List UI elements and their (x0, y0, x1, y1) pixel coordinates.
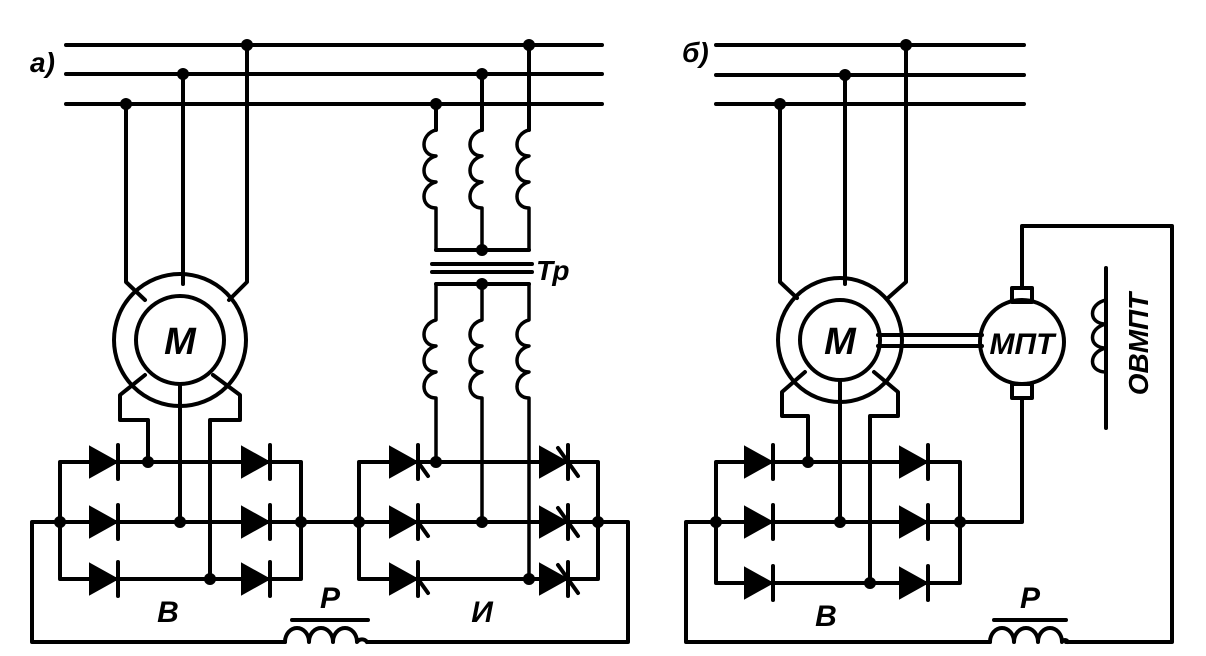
diagram-a: а) М (30, 39, 630, 644)
inverter-label-a: И (471, 596, 494, 629)
rotor-leads-a (118, 373, 242, 581)
reactor-label-b: Р (1020, 582, 1041, 615)
dc-machine-label-b: МПТ (990, 328, 1058, 361)
rectifier-bridge-b: В (710, 443, 966, 633)
supply-lines-a (64, 43, 604, 106)
supply-lines-b (714, 43, 1026, 106)
shaft-b (876, 333, 984, 348)
panel-label-a: а) (30, 47, 55, 78)
dc-link-a (299, 516, 365, 528)
rotor-leads-b (780, 370, 900, 585)
transformer-a: Тр (422, 39, 570, 578)
motor-label-b: М (824, 321, 857, 363)
panel-label-b: б) (682, 37, 709, 68)
diagram-b: б) М МПТ (682, 37, 1174, 644)
reactor-loop-a: Р (30, 520, 630, 644)
rectifier-label-a: В (157, 596, 179, 629)
rectifier-label-b: В (815, 600, 837, 633)
field-winding-b: ОВМПТ (1090, 266, 1154, 430)
inverter-bridge-a: И (357, 443, 604, 629)
dc-circuit-b: Р (684, 224, 1174, 644)
reactor-label-a: Р (320, 582, 341, 615)
dc-machine-b: МПТ (978, 286, 1066, 400)
rectifier-bridge-a: В (54, 443, 307, 629)
motor-label-a: М (164, 321, 197, 363)
field-winding-label-b: ОВМПТ (1123, 290, 1154, 395)
transformer-label-a: Тр (536, 255, 570, 286)
stator-leads-a (120, 39, 253, 302)
stator-leads-b (774, 39, 912, 300)
